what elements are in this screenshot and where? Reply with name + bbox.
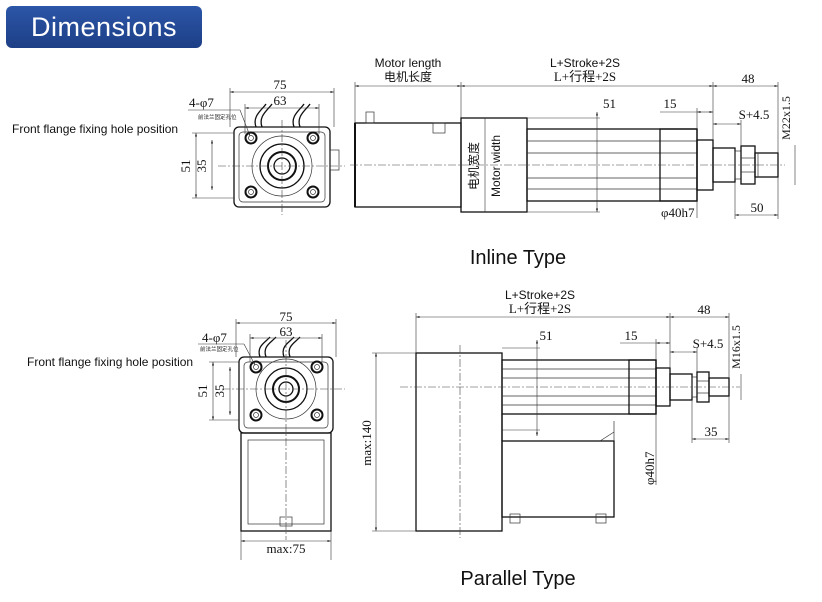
inline-front-dim-75: 75 xyxy=(274,77,287,92)
inline-side-view: Motor length 电机长度 L+Stroke+2S L+行程+2S 48… xyxy=(350,56,796,220)
inline-rod-dia: φ40h7 xyxy=(661,205,695,220)
inline-front-dim-35: 35 xyxy=(194,160,209,173)
inline-hole-label-cn: 前法兰固定孔位 xyxy=(198,113,237,121)
inline-flange-label: Front flange fixing hole position xyxy=(12,122,178,136)
parallel-thread: M16x1.5 xyxy=(729,325,743,369)
parallel-hole-label: 4-φ7 xyxy=(202,330,227,345)
inline-mount-holes xyxy=(244,131,320,199)
parallel-s-label: S+4.5 xyxy=(693,336,724,351)
inline-front-tab xyxy=(329,149,340,171)
inline-thread: M22x1.5 xyxy=(779,96,793,140)
parallel-dim-51: 51 xyxy=(540,328,553,343)
inline-dim-50: 50 xyxy=(751,200,764,215)
inline-stroke-cn: L+行程+2S xyxy=(554,69,616,84)
inline-motor-length-cn: 电机长度 xyxy=(384,69,432,84)
parallel-front-view: 75 63 51 35 4-φ7 前法兰固定孔位 Front flange fi… xyxy=(27,309,345,560)
parallel-max75: max:75 xyxy=(267,541,306,556)
parallel-front-dim-63: 63 xyxy=(280,324,293,339)
parallel-front-dim-75: 75 xyxy=(280,309,293,324)
parallel-flange-label: Front flange fixing hole position xyxy=(27,355,193,369)
parallel-max140: max:140 xyxy=(359,420,374,466)
inline-type-caption: Inline Type xyxy=(470,247,566,269)
parallel-side-view: L+Stroke+2S L+行程+2S 48 51 15 S+4.5 M16x1… xyxy=(359,288,743,538)
inline-stroke-en: L+Stroke+2S xyxy=(550,56,620,70)
inline-motor-width-en: Motor width xyxy=(489,135,503,197)
parallel-mount-holes xyxy=(249,360,324,422)
parallel-dim-35: 35 xyxy=(705,424,718,439)
parallel-dim-48: 48 xyxy=(698,302,711,317)
inline-motor-width-cn: 电机宽度 xyxy=(466,142,481,190)
inline-dim-15: 15 xyxy=(664,96,677,111)
inline-s-label: S+4.5 xyxy=(739,107,770,122)
inline-dim-48: 48 xyxy=(742,71,755,86)
inline-dim-51: 51 xyxy=(603,96,616,111)
inline-motor-length-en: Motor length xyxy=(375,56,442,70)
parallel-front-dim-51: 51 xyxy=(195,385,210,398)
inline-front-dim-63: 63 xyxy=(274,93,287,108)
parallel-stroke-cn: L+行程+2S xyxy=(509,301,571,316)
inline-front-view: 75 63 51 35 4-φ7 前法兰固定孔位 Front flange fi… xyxy=(12,77,345,215)
inline-front-dim-51: 51 xyxy=(178,160,193,173)
parallel-stroke-en: L+Stroke+2S xyxy=(505,288,575,302)
dimensions-title: Dimensions xyxy=(6,6,202,48)
parallel-lower-housing xyxy=(501,440,615,518)
inline-hole-label: 4-φ7 xyxy=(189,95,214,110)
parallel-motor-box xyxy=(240,432,332,532)
parallel-dim-15: 15 xyxy=(625,328,638,343)
parallel-front-dim-35: 35 xyxy=(212,385,227,398)
parallel-motor-block xyxy=(415,352,503,532)
parallel-hole-label-cn: 前法兰固定孔位 xyxy=(200,345,239,353)
parallel-rod-dia: φ40h7 xyxy=(642,451,657,485)
parallel-type-caption: Parallel Type xyxy=(460,568,575,590)
